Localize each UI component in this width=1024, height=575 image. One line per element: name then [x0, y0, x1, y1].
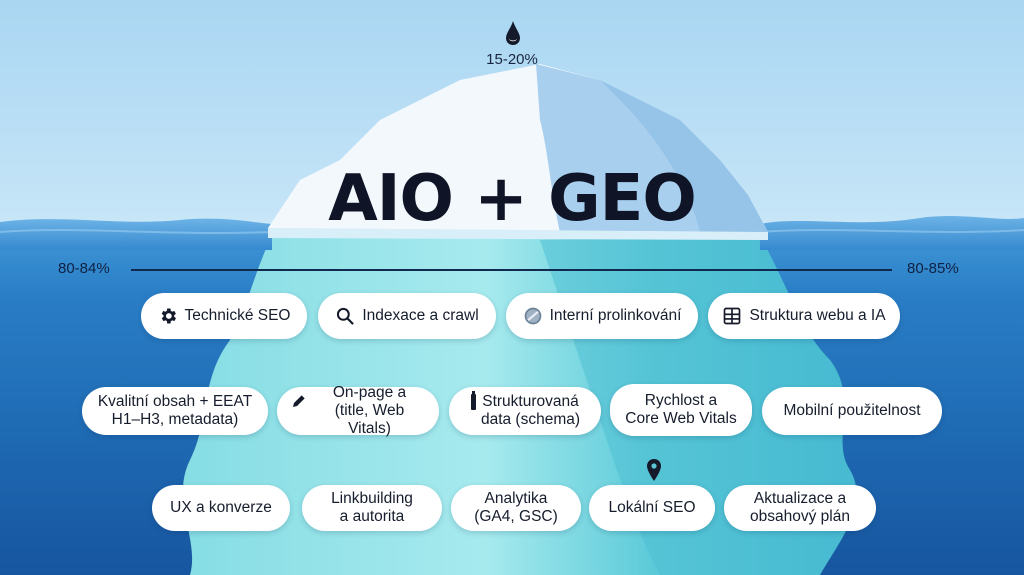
pill-label: Struktura webu a IA: [749, 307, 886, 325]
pill-linkbuilding: Linkbuilding a autorita: [302, 485, 442, 531]
pill-label: Lokální SEO: [608, 499, 696, 517]
pill-label: Rychlost a Core Web Vitals: [625, 392, 737, 427]
pencil-icon: [293, 395, 305, 407]
pill-ux-a-konverze: UX a konverze: [152, 485, 290, 531]
pill-label: UX a konverze: [170, 499, 272, 517]
pill-label: Kvalitní obsah + EEAT H1–H3, metadata): [97, 393, 253, 428]
link-icon: [524, 307, 541, 325]
pill-label: Interní prolinkování: [549, 307, 682, 325]
pill-interni-prolinkovani: Interní prolinkování: [506, 293, 698, 339]
pill-aktualizace: Aktualizace a obsahový plán: [724, 485, 876, 531]
pill-analytika: Analytika (GA4, GSC): [451, 485, 581, 531]
waterline-divider: [131, 269, 892, 271]
pill-label: Mobilní použitelnost: [783, 402, 921, 420]
waterline-right-label: 80-85%: [907, 260, 959, 277]
drop-icon: [506, 21, 520, 45]
pill-label: Technické SEO: [184, 307, 291, 325]
gear-icon: [161, 308, 176, 324]
pill-label: On-page a (title, Web Vitals): [332, 384, 407, 437]
pill-label: Aktualizace a obsahový plán: [750, 490, 850, 525]
pill-struktura-webu: Struktura webu a IA: [708, 293, 900, 339]
pill-on-page: On-page a (title, Web Vitals): [277, 384, 439, 437]
pill-kvalitni-obsah: Kvalitní obsah + EEAT H1–H3, metadata): [82, 387, 268, 435]
grid-icon: [724, 307, 741, 325]
pill-label: Strukturovaná data (schema): [480, 393, 581, 428]
pill-label: Indexace a crawl: [362, 307, 479, 325]
tip-percentage-label: 15-20%: [486, 51, 538, 68]
pill-strukturovana-data: Strukturovaná data (schema): [449, 387, 601, 435]
map-pin-icon: [647, 459, 661, 481]
pill-indexace-a-crawl: Indexace a crawl: [318, 293, 496, 339]
pill-technicke-seo: Technické SEO: [141, 293, 307, 339]
waterline-left-label: 80-84%: [58, 260, 110, 277]
search-icon: [337, 307, 354, 325]
pill-label: Analytika (GA4, GSC): [474, 490, 558, 525]
pill-lokalni-seo: Lokální SEO: [589, 485, 715, 531]
pill-rychlost: Rychlost a Core Web Vitals: [610, 384, 752, 436]
page-title: AIO + GEO: [328, 162, 697, 236]
pill-mobilni-pouzitelnost: Mobilní použitelnost: [762, 387, 942, 435]
marker-icon: [470, 391, 476, 410]
pill-label: Linkbuilding a autorita: [331, 490, 413, 525]
